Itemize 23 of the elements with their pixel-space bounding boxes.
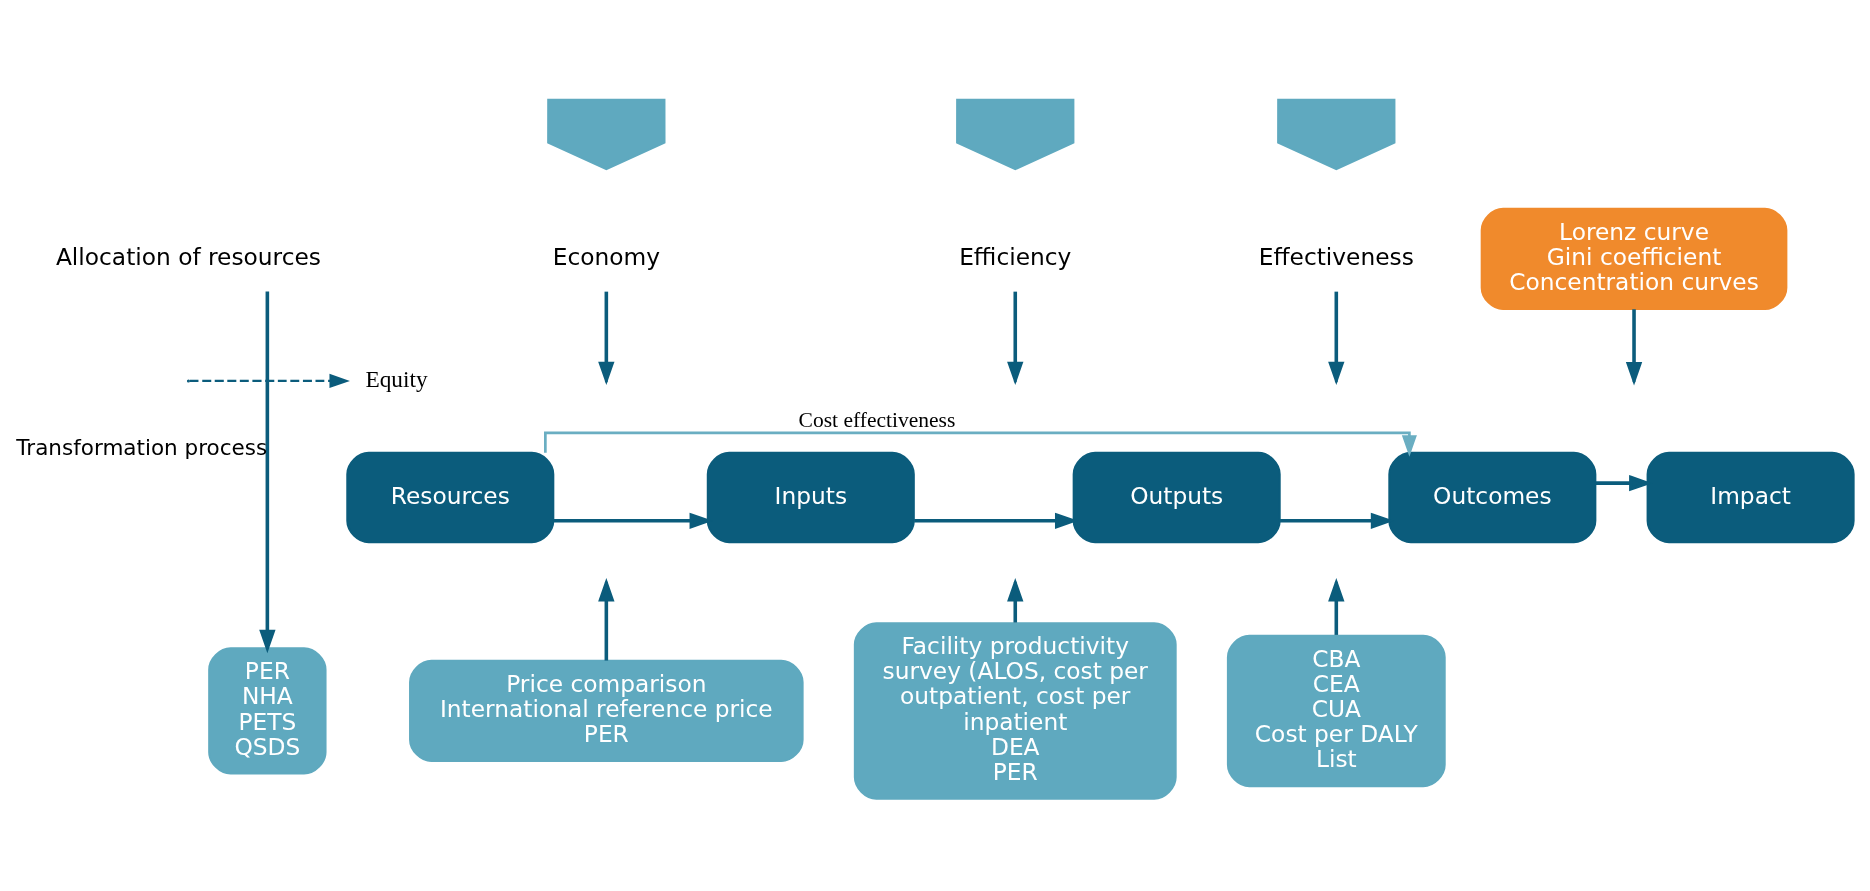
node-box: Lorenz curve Gini coefficient Concentration curves: [1480, 207, 1788, 311]
node-arrow: [956, 98, 1075, 171]
node-box: Outputs: [1072, 451, 1281, 544]
node-text: Equity: [365, 366, 428, 393]
arrow: [544, 431, 1417, 457]
node-box: Price comparison International reference price PER: [409, 659, 804, 763]
node-box: Outcomes: [1388, 451, 1597, 544]
arrow: [189, 373, 350, 389]
edge-label: Transformation process: [16, 435, 268, 461]
edge-label: Cost effectiveness: [798, 407, 956, 432]
node-box: Inputs: [706, 451, 915, 544]
node-box: PER NHA PETS QSDS: [208, 647, 327, 775]
node-box: Impact: [1646, 451, 1855, 544]
node-text: Efficiency: [959, 243, 1072, 271]
node-text: Effectiveness: [1258, 243, 1414, 271]
node-box: CBA CEA CUA Cost per DALY List: [1226, 634, 1446, 788]
node-arrow: [547, 98, 666, 171]
node-arrow: [1277, 98, 1396, 171]
node-text: Economy: [552, 243, 660, 271]
node-box: Resources: [346, 451, 555, 544]
node-box: Facility productivity survey (ALOS, cost per outpatient, cost per inpatient DEA PER: [853, 622, 1177, 800]
arrow: [259, 291, 276, 654]
node-text: Allocation of resources: [55, 243, 321, 271]
